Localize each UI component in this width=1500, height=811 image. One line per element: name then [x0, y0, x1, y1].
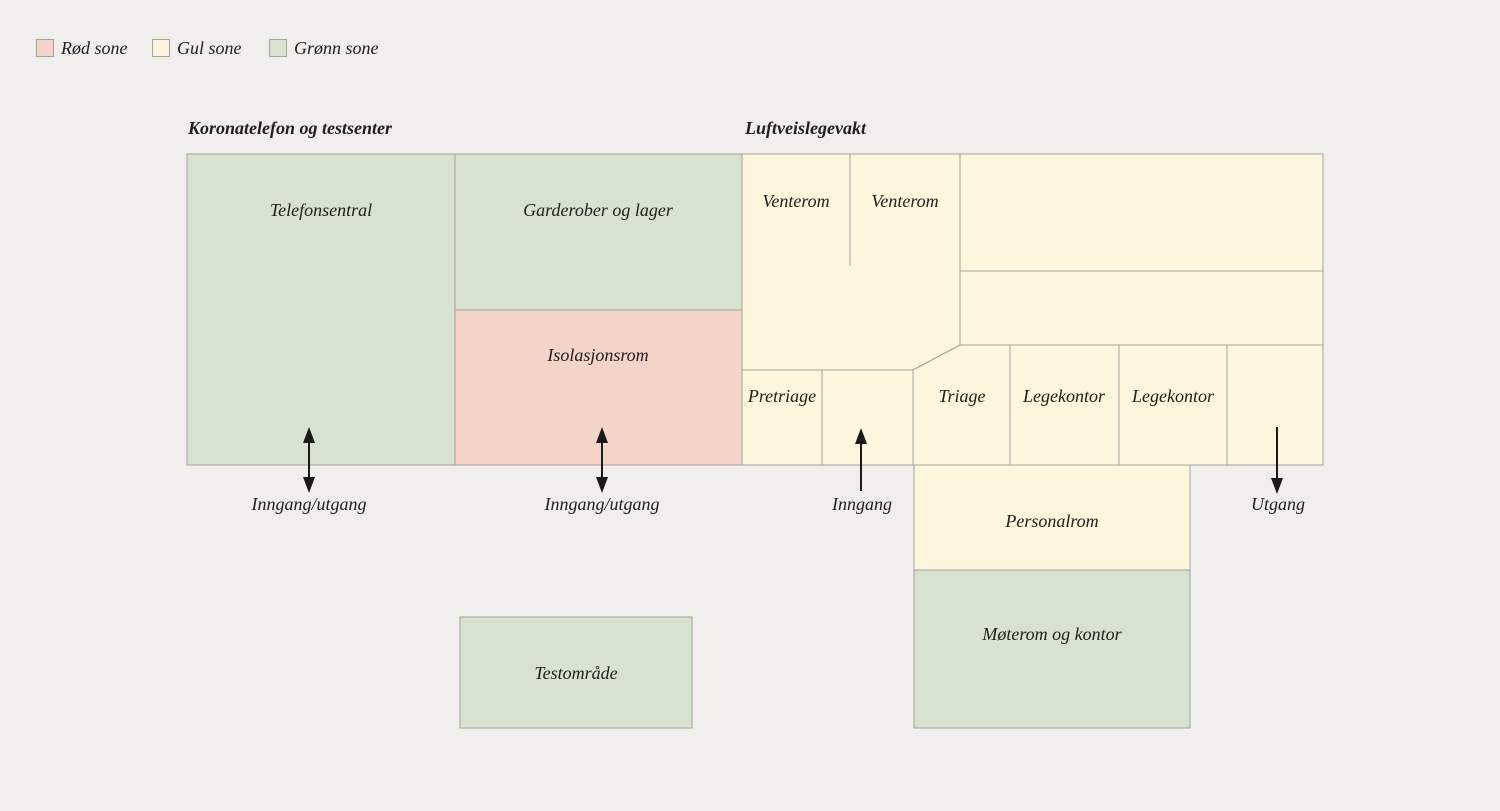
room-shape-entrance-room: [821, 369, 914, 466]
legend-label: Rød sone: [61, 37, 128, 58]
legend-item-red-zone: Rød sone: [36, 38, 128, 57]
double-arrow-icon: [596, 427, 608, 493]
room-label-isolasjonsrom: Isolasjonsrom: [547, 345, 649, 365]
room-shape-pretriage: [741, 369, 823, 466]
room-shape-garderober: [454, 153, 743, 311]
room-label-legekontor-2: Legekontor: [1132, 386, 1214, 406]
room-label-pretriage: Pretriage: [747, 386, 817, 406]
double-arrow-icon: [303, 427, 315, 493]
room-label-legekontor-1: Legekontor: [1023, 386, 1105, 406]
room-label-garderober: Garderober og lager: [523, 200, 673, 220]
legend-label: Gul sone: [177, 37, 242, 58]
room-label-triage: Triage: [938, 386, 986, 406]
red-zone-swatch-icon: [36, 38, 54, 57]
room-label-moterom: Møterom og kontor: [982, 624, 1122, 644]
room-shape-legekontor-1: [1009, 344, 1120, 466]
room-label-venterom-1: Venterom: [762, 191, 830, 211]
flow-label-exit: Utgang: [1251, 494, 1305, 514]
legend-label: Grønn sone: [294, 37, 379, 58]
room-shape-unlabeled-top-right: [959, 153, 1324, 272]
flow-label-entrance-exit-2: Inngang/utgang: [544, 494, 660, 514]
flow-label-entrance-exit-1: Inngang/utgang: [251, 494, 367, 514]
flow-label-entrance: Inngang: [832, 494, 892, 514]
room-label-venterom-2: Venterom: [871, 191, 939, 211]
room-shape-telefonsentral: [186, 153, 456, 466]
room-shape-legekontor-2: [1118, 344, 1228, 466]
room-shape-exit-room: [1226, 344, 1324, 466]
room-label-personalrom: Personalrom: [1005, 511, 1099, 531]
room-shape-testomrade: [459, 616, 693, 729]
section-title-left: Koronatelefon og testsenter: [188, 118, 393, 138]
legend-item-green-zone: Grønn sone: [269, 38, 379, 57]
legend-item-yellow-zone: Gul sone: [152, 38, 242, 57]
section-title-right: Luftveislegevakt: [745, 118, 866, 138]
room-shape-personalrom: [913, 464, 1191, 571]
room-label-testomrade: Testområde: [534, 663, 618, 683]
room-shape-unlabeled-corridor: [959, 270, 1324, 346]
room-label-telefonsentral: Telefonsentral: [269, 200, 373, 220]
up-arrow-icon: [855, 428, 867, 491]
yellow-zone-swatch-icon: [152, 38, 170, 57]
down-arrow-icon: [1271, 427, 1283, 494]
room-shape-moterom: [913, 569, 1191, 729]
room-shape-venterom: [741, 153, 961, 371]
green-zone-swatch-icon: [269, 38, 287, 57]
